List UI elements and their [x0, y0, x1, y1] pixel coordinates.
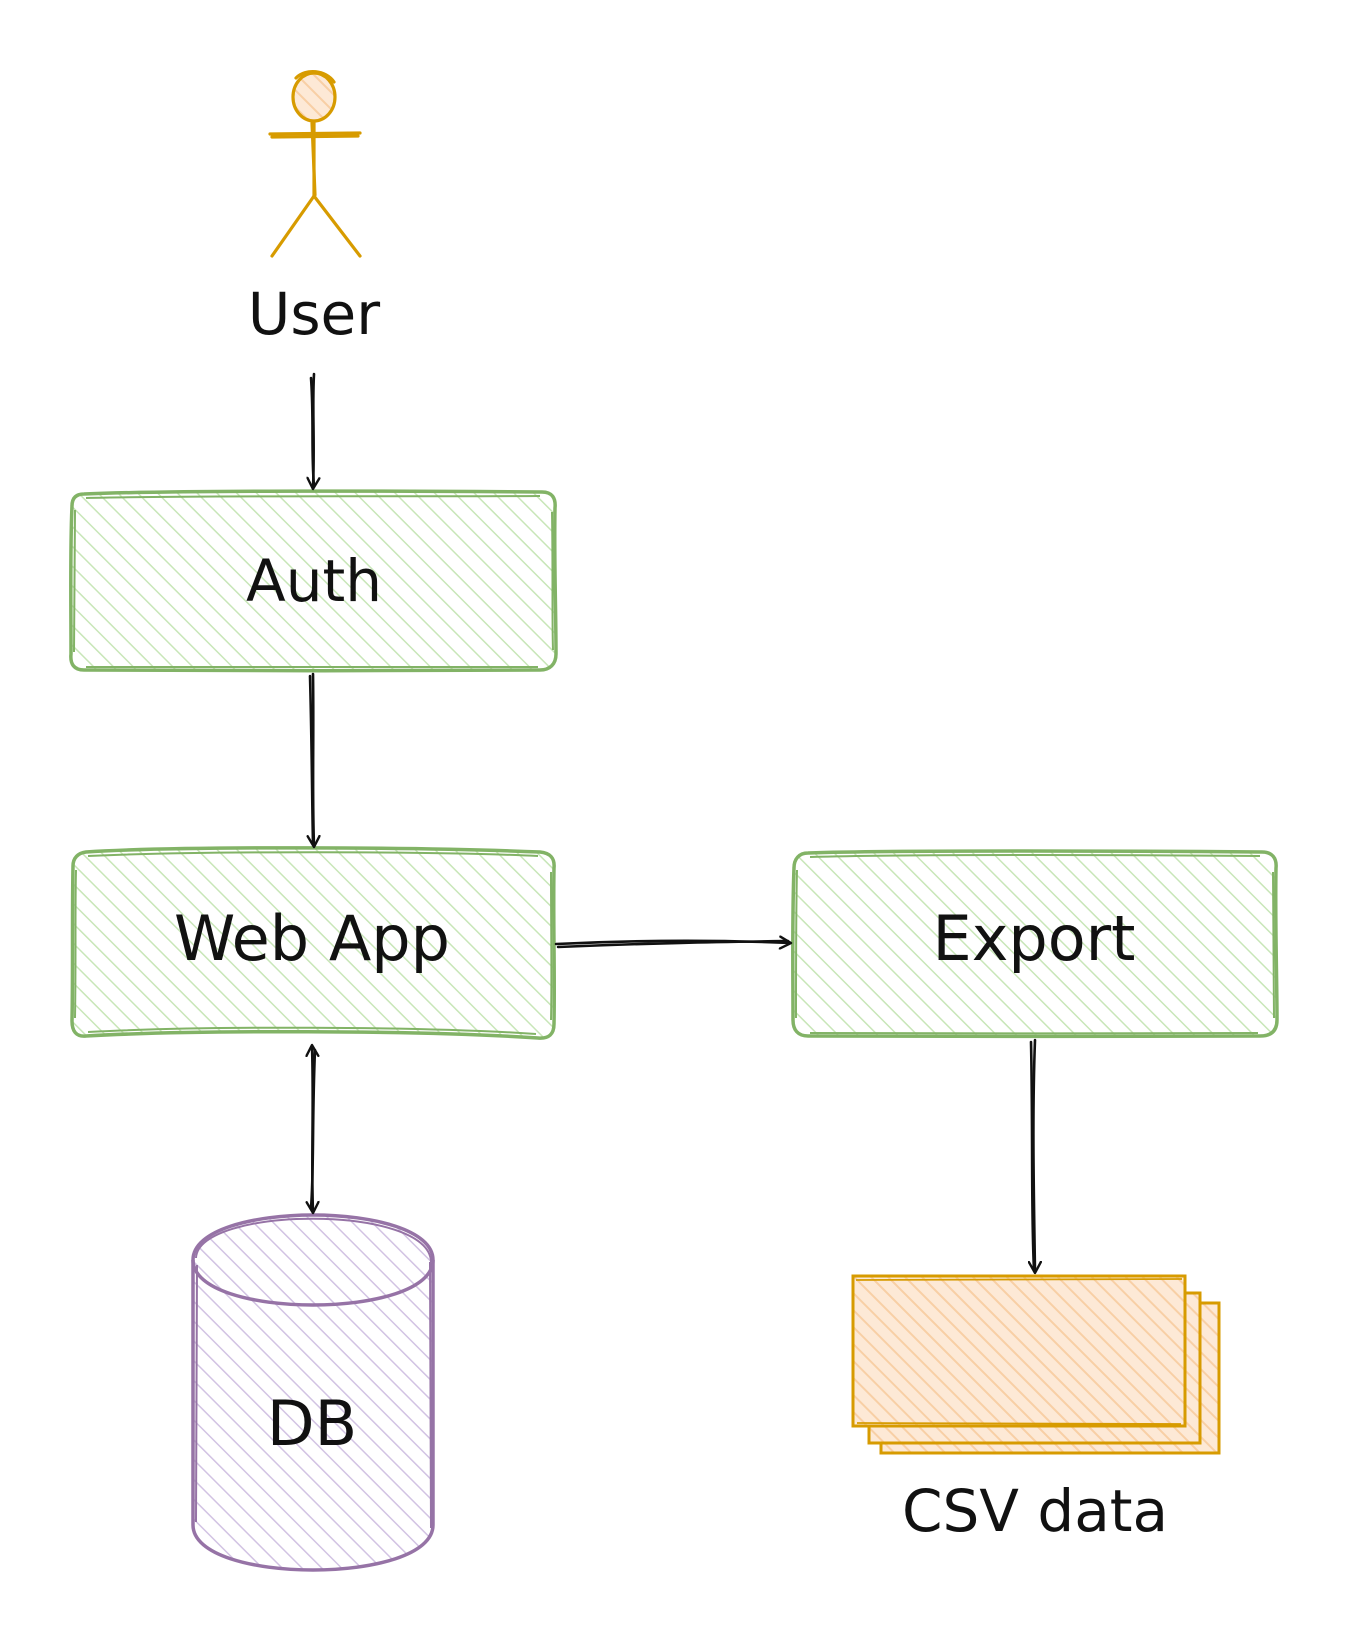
edges — [310, 372, 1035, 1272]
web-app-label: Web App — [174, 902, 450, 975]
export-label: Export — [933, 902, 1136, 975]
edge-user-auth — [311, 372, 314, 488]
csv-data-node[interactable]: CSV data — [851, 1274, 1221, 1545]
edge-export-csv — [1031, 1038, 1035, 1272]
csv-data-label: CSV data — [902, 1477, 1168, 1545]
user-stick-figure-icon — [268, 70, 362, 258]
user-actor: User — [248, 70, 380, 348]
user-label: User — [248, 280, 380, 348]
edge-webapp-export — [554, 941, 790, 947]
edge-auth-webapp — [310, 672, 314, 846]
db-node[interactable]: DB — [191, 1213, 435, 1572]
auth-label: Auth — [246, 547, 382, 615]
web-app-node[interactable]: Web App — [70, 846, 557, 1040]
auth-node[interactable]: Auth — [69, 489, 558, 673]
db-label: DB — [267, 1387, 357, 1460]
export-node[interactable]: Export — [791, 849, 1279, 1039]
edge-webapp-db — [311, 1046, 315, 1212]
